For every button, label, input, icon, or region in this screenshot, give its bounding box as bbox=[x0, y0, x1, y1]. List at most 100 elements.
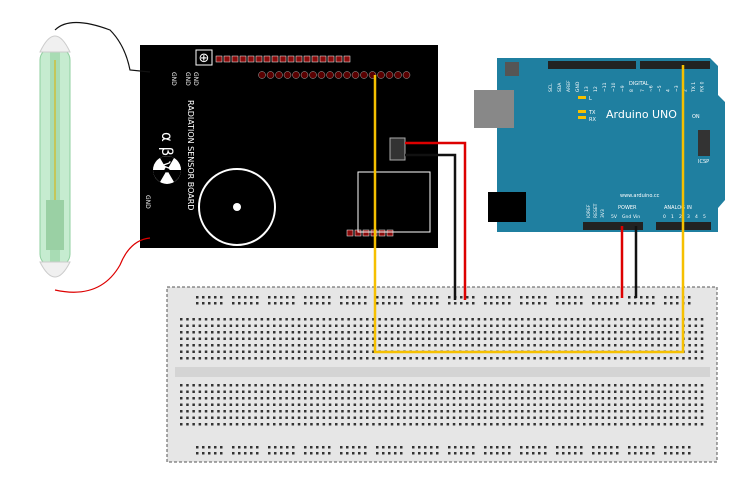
breadboard-hole[interactable] bbox=[568, 452, 571, 455]
breadboard-hole[interactable] bbox=[434, 390, 437, 394]
breadboard-hole[interactable] bbox=[651, 390, 654, 394]
breadboard-hole[interactable] bbox=[229, 357, 233, 360]
breadboard-hole[interactable] bbox=[316, 390, 319, 394]
breadboard-hole[interactable] bbox=[564, 344, 567, 347]
breadboard-hole[interactable] bbox=[688, 423, 691, 426]
breadboard-hole[interactable] bbox=[341, 350, 344, 354]
breadboard-hole[interactable] bbox=[297, 357, 301, 360]
breadboard-hole[interactable] bbox=[260, 344, 264, 347]
breadboard-hole[interactable] bbox=[211, 324, 214, 328]
breadboard-hole[interactable] bbox=[384, 331, 388, 334]
breadboard-hole[interactable] bbox=[378, 324, 381, 328]
breadboard-hole[interactable] bbox=[304, 344, 307, 347]
breadboard-hole[interactable] bbox=[436, 446, 439, 449]
breadboard-hole[interactable] bbox=[446, 410, 450, 413]
breadboard-hole[interactable] bbox=[595, 384, 598, 387]
breadboard-hole[interactable] bbox=[601, 410, 605, 413]
breadboard-hole[interactable] bbox=[539, 344, 543, 347]
breadboard-hole[interactable] bbox=[539, 410, 543, 413]
breadboard-hole[interactable] bbox=[576, 337, 580, 341]
breadboard-hole[interactable] bbox=[521, 390, 524, 394]
breadboard-hole[interactable] bbox=[583, 384, 586, 387]
breadboard-hole[interactable] bbox=[663, 331, 667, 334]
breadboard-hole[interactable] bbox=[688, 324, 691, 328]
breadboard-hole[interactable] bbox=[620, 423, 623, 426]
breadboard-hole[interactable] bbox=[471, 337, 474, 341]
breadboard-hole[interactable] bbox=[539, 397, 543, 400]
breadboard-hole[interactable] bbox=[229, 403, 233, 407]
breadboard-hole[interactable] bbox=[589, 331, 592, 334]
breadboard-hole[interactable] bbox=[335, 397, 338, 400]
breadboard-hole[interactable] bbox=[376, 446, 379, 449]
breadboard-hole[interactable] bbox=[610, 446, 613, 449]
breadboard-hole[interactable] bbox=[254, 357, 257, 360]
breadboard-hole[interactable] bbox=[186, 357, 189, 360]
breadboard-hole[interactable] bbox=[657, 423, 660, 426]
breadboard-hole[interactable] bbox=[180, 344, 183, 347]
breadboard-hole[interactable] bbox=[483, 390, 487, 394]
breadboard-hole[interactable] bbox=[220, 296, 223, 299]
breadboard-hole[interactable] bbox=[248, 337, 251, 341]
breadboard-hole[interactable] bbox=[651, 397, 654, 400]
breadboard-hole[interactable] bbox=[694, 318, 698, 321]
breadboard-hole[interactable] bbox=[266, 410, 270, 413]
breadboard-hole[interactable] bbox=[235, 397, 239, 400]
breadboard-hole[interactable] bbox=[232, 452, 235, 455]
breadboard-hole[interactable] bbox=[430, 296, 433, 299]
breadboard-hole[interactable] bbox=[202, 446, 205, 449]
breadboard-hole[interactable] bbox=[688, 390, 691, 394]
breadboard-hole[interactable] bbox=[359, 324, 363, 328]
breadboard-hole[interactable] bbox=[657, 337, 660, 341]
breadboard-hole[interactable] bbox=[604, 296, 607, 299]
breadboard-hole[interactable] bbox=[273, 357, 276, 360]
breadboard-hole[interactable] bbox=[421, 410, 425, 413]
breadboard-hole[interactable] bbox=[526, 446, 529, 449]
breadboard-hole[interactable] bbox=[521, 331, 524, 334]
breadboard-hole[interactable] bbox=[353, 350, 357, 354]
breadboard-hole[interactable] bbox=[223, 337, 226, 341]
breadboard-hole[interactable] bbox=[676, 410, 679, 413]
breadboard-hole[interactable] bbox=[421, 324, 425, 328]
breadboard-hole[interactable] bbox=[527, 403, 530, 407]
breadboard-hole[interactable] bbox=[570, 344, 574, 347]
breadboard-hole[interactable] bbox=[285, 416, 288, 420]
breadboard-hole[interactable] bbox=[335, 390, 338, 394]
breadboard-hole[interactable] bbox=[266, 357, 270, 360]
breadboard-hole[interactable] bbox=[527, 397, 530, 400]
breadboard-hole[interactable] bbox=[532, 446, 535, 449]
breadboard-hole[interactable] bbox=[663, 384, 667, 387]
breadboard-hole[interactable] bbox=[409, 423, 412, 426]
breadboard-hole[interactable] bbox=[614, 423, 617, 426]
breadboard-hole[interactable] bbox=[460, 452, 463, 455]
breadboard-hole[interactable] bbox=[328, 344, 332, 347]
breadboard-hole[interactable] bbox=[496, 337, 499, 341]
breadboard-hole[interactable] bbox=[620, 384, 623, 387]
breadboard-hole[interactable] bbox=[477, 357, 481, 360]
breadboard-hole[interactable] bbox=[415, 337, 419, 341]
breadboard-hole[interactable] bbox=[285, 403, 288, 407]
breadboard-hole[interactable] bbox=[465, 318, 468, 321]
breadboard-hole[interactable] bbox=[669, 410, 673, 413]
breadboard-hole[interactable] bbox=[562, 452, 565, 455]
breadboard-hole[interactable] bbox=[614, 403, 617, 407]
breadboard-hole[interactable] bbox=[601, 337, 605, 341]
breadboard-hole[interactable] bbox=[676, 384, 679, 387]
breadboard-hole[interactable] bbox=[366, 337, 369, 341]
breadboard-hole[interactable] bbox=[328, 350, 332, 354]
breadboard-hole[interactable] bbox=[353, 403, 357, 407]
breadboard-hole[interactable] bbox=[508, 344, 512, 347]
breadboard-hole[interactable] bbox=[483, 410, 487, 413]
breadboard-hole[interactable] bbox=[688, 337, 691, 341]
breadboard-hole[interactable] bbox=[616, 452, 619, 455]
breadboard-hole[interactable] bbox=[254, 403, 257, 407]
breadboard-hole[interactable] bbox=[266, 318, 270, 321]
breadboard-hole[interactable] bbox=[471, 357, 474, 360]
breadboard-hole[interactable] bbox=[412, 452, 415, 455]
breadboard-hole[interactable] bbox=[520, 446, 523, 449]
breadboard-hole[interactable] bbox=[279, 403, 282, 407]
breadboard-hole[interactable] bbox=[496, 410, 499, 413]
breadboard-hole[interactable] bbox=[545, 390, 549, 394]
breadboard-hole[interactable] bbox=[202, 296, 205, 299]
breadboard-hole[interactable] bbox=[186, 324, 189, 328]
breadboard-hole[interactable] bbox=[527, 423, 530, 426]
